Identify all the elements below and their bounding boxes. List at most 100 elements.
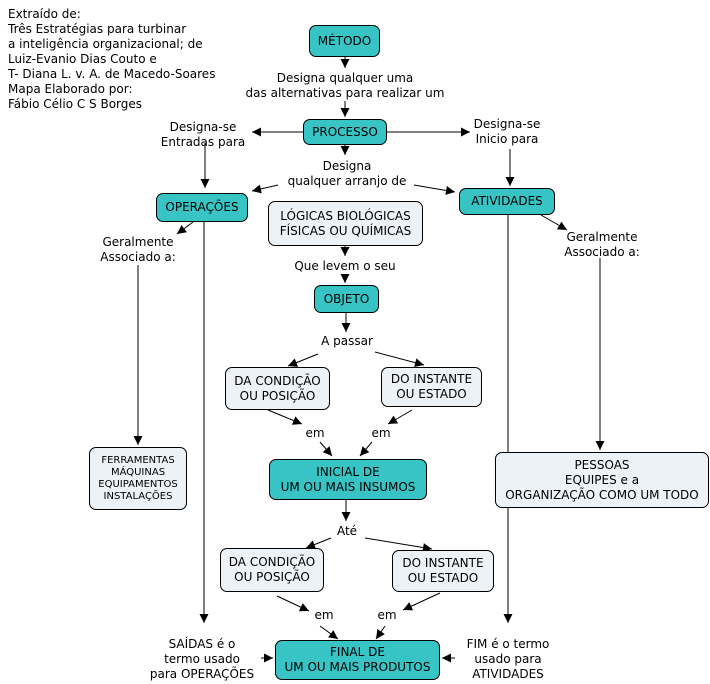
arrowhead [199,614,209,623]
node-condicao-1[interactable]: DA CONDIÇÃO OU POSIÇÃO [225,367,330,410]
arrowhead [328,630,338,639]
arrowhead [442,653,451,663]
link-text: ATIVIDADES [472,667,544,681]
node-text: ATIVIDADES [471,194,543,208]
node-inicial[interactable]: INICIAL DE UM OU MAIS INSUMOS [269,459,427,500]
node-pessoas[interactable]: PESSOAS EQUIPES e a ORGANIZAÇÃO COMO UM … [495,452,709,508]
node-objeto[interactable]: OBJETO [314,285,379,313]
arrowhead [322,446,332,456]
node-ferramentas[interactable]: FERRAMENTAS MÁQUINAS EQUIPAMENTOS INSTAL… [89,447,187,510]
arrowhead [298,603,309,612]
node-text: FERRAMENTAS [101,454,175,466]
arrowhead [503,614,513,623]
arrowhead [360,446,370,456]
node-text: MÁQUINAS [110,466,166,478]
link-inicio: Designa-se Inicio para [467,117,547,147]
node-instante-1[interactable]: DO INSTANTE OU ESTADO [381,367,482,407]
node-text: EQUIPES e a [564,472,640,487]
node-logicas[interactable]: LÓGICAS BIOLÓGICAS FÍSICAS OU QUÍMICAS [268,201,423,246]
node-text: FÍSICAS OU QUÍMICAS [279,223,412,238]
link-text: Até [336,524,358,538]
node-processo[interactable]: PROCESSO [303,119,387,145]
link-text: em [305,426,325,440]
node-atividades[interactable]: ATIVIDADES [459,188,555,215]
link-text: Geralmente [102,235,174,249]
arrowhead [414,358,424,368]
arrowhead [133,436,143,445]
node-text: OU POSIÇÃO [234,570,310,584]
link-text: em [314,608,334,622]
arrowhead [595,441,605,450]
link-text: FIM é o termo [466,637,550,651]
arrowhead [340,146,350,155]
link-text: usado para [474,652,542,666]
node-text: INSTALAÇÕES [103,490,173,502]
node-operacoes[interactable]: OPERAÇÕES [156,193,248,222]
link-em-2: em [366,426,396,441]
link-text: Designa qualquer uma [276,71,414,85]
arrowhead [264,653,273,663]
node-text: UM OU MAIS PRODUTOS [284,660,431,674]
link-designa-alternativas: Designa qualquer uma das alternativas pa… [235,71,455,101]
link-ate: Até [332,524,362,539]
link-saidas: SAÍDAS é o termo usado para OPERAÇÕES [144,637,260,682]
arrowhead [288,358,299,367]
arrowhead [556,221,567,230]
node-text: LÓGICAS BIOLÓGICAS [280,208,411,223]
node-text: PESSOAS [574,457,630,472]
link-text: Designa-se [169,120,237,134]
source-line: Extraído de: [8,7,81,21]
link-text: das alternativas para realizar um [245,86,445,100]
node-text: DA CONDIÇÃO [234,373,321,388]
link-text: em [377,608,397,622]
link-text: Que levem o seu [294,259,396,273]
source-line: Fábio Célio C S Borges [8,97,143,111]
node-instante-2[interactable]: DO INSTANTE OU ESTADO [392,550,494,592]
link-passar: A passar [315,334,379,349]
node-metodo[interactable]: MÉTODO [309,25,380,57]
node-text: OU ESTADO [396,387,467,401]
link-text: qualquer arranjo de [287,174,407,188]
node-text: MÉTODO [317,33,372,48]
arrowhead [177,225,187,234]
link-fim: FIM é o termo usado para ATIVIDADES [458,637,558,682]
link-geralmente-right: Geralmente Associado a: [554,230,650,260]
link-text: A passar [321,334,373,348]
link-text: Entradas para [160,135,246,149]
node-text: PROCESSO [312,124,378,139]
link-entradas: Designa-se Entradas para [150,120,256,150]
link-text: Geralmente [566,230,638,244]
source-line: a inteligência organizacional; de [8,37,203,51]
link-arranjo: Designa qualquer arranjo de [280,159,414,189]
link-text: em [371,426,391,440]
arrowhead [340,108,350,117]
link-text: para OPERAÇÕES [149,667,255,681]
link-text: Inicio para [475,132,539,146]
link-em-4: em [372,608,402,623]
arrowhead [200,179,210,188]
arrowhead [341,323,351,332]
arrowhead [376,629,385,639]
connector-line [364,537,433,550]
link-text: Designa [322,159,372,173]
node-text: OPERAÇÕES [165,200,239,214]
arrowhead [340,247,350,256]
node-final[interactable]: FINAL DE UM OU MAIS PRODUTOS [275,640,440,680]
arrowhead [340,274,350,283]
source-line: T- Diana L. v. A. de Macedo-Soares [8,67,216,81]
node-text: UM OU MAIS INSUMOS [280,479,416,494]
node-text: OBJETO [323,291,370,306]
link-text: SAÍDAS é o [168,637,236,651]
arrowhead [445,186,455,195]
arrowhead [340,59,350,68]
link-text: termo usado [164,652,240,666]
link-text: Associado a: [564,245,640,259]
node-text: EQUIPAMENTOS [98,478,178,490]
node-condicao-2[interactable]: DA CONDIÇÃO OU POSIÇÃO [220,548,324,592]
arrowhead [252,184,262,194]
link-levem: Que levem o seu [285,259,405,274]
node-text: DO INSTANTE [402,556,484,570]
node-text: DA CONDIÇÃO [228,555,316,569]
